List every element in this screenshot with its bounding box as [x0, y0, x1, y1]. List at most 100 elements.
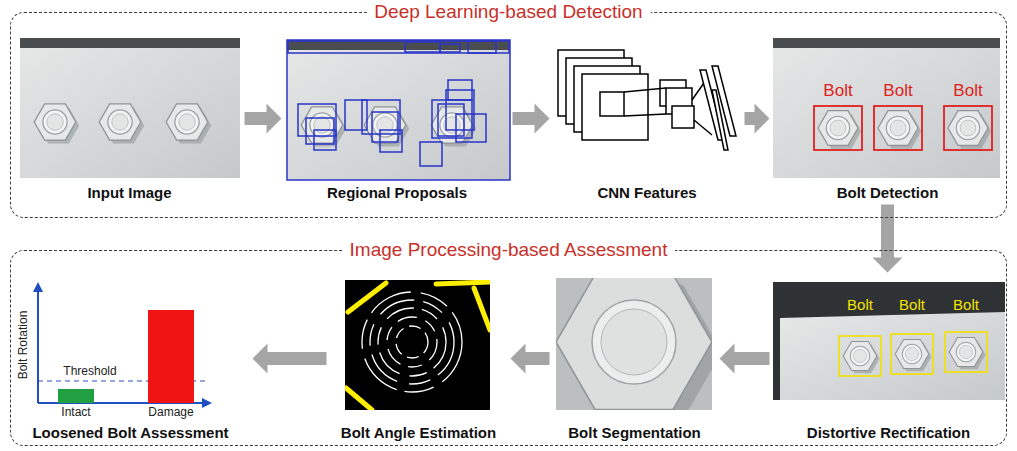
proposal-boxes [287, 40, 510, 180]
photo-background [345, 280, 490, 410]
edge-arc [378, 308, 446, 376]
proposal-box [306, 118, 334, 144]
proposal-box [287, 40, 510, 180]
process-step: Bolt Detection [773, 36, 1003, 202]
photo-background [773, 282, 1005, 400]
detection-boxes [839, 332, 987, 376]
projection-line [624, 88, 666, 92]
edge-arc [370, 300, 454, 384]
step-caption: Bolt Detection [837, 184, 939, 202]
detection-box [945, 332, 987, 372]
bolt-icon [34, 104, 79, 144]
process-step: CNN Features [553, 36, 742, 202]
flow-arrow [873, 205, 903, 273]
flow-arrow [253, 344, 327, 374]
dense-layer [712, 90, 728, 150]
axis-arrowhead [33, 282, 43, 292]
hex-edge-line [474, 288, 490, 330]
proposal-photo [287, 40, 510, 180]
step-caption: CNN Features [597, 184, 696, 202]
detection-box [839, 336, 881, 376]
feature-map [582, 74, 648, 140]
detection-boxes [814, 106, 992, 150]
edge-arcs [362, 292, 462, 392]
step-caption: Input Image [87, 184, 171, 202]
proposal-box [456, 114, 486, 142]
input-photo [20, 38, 240, 178]
kernel-window [600, 92, 624, 116]
process-step: Regional Proposals [285, 36, 510, 202]
steel-plate [780, 312, 1005, 400]
bolt-icon [166, 104, 211, 144]
bolt-head [556, 278, 712, 410]
process-step: Input Image [18, 36, 242, 202]
chart-label: Intact [61, 406, 90, 419]
bolt-washer [592, 300, 676, 384]
chart-axis [37, 290, 39, 403]
step-caption: Loosened Bolt Assessment [32, 424, 228, 442]
panel-title: Image Processing-based Assessment [342, 239, 676, 261]
proposal-box [438, 104, 464, 136]
cnn-sketch [558, 50, 736, 150]
proposal-box [432, 100, 472, 138]
flow-arrow [720, 344, 770, 374]
bolt-tag: Bolt [847, 297, 873, 314]
edge-map [345, 280, 490, 410]
proposal-box [440, 44, 460, 52]
step-caption: Regional Proposals [327, 184, 467, 202]
panel-title: Deep Learning-based Detection [366, 1, 650, 23]
segmented-bolt [556, 278, 712, 410]
chart-label: Threshold [63, 365, 116, 378]
process-step: Bolt Segmentation [553, 276, 717, 442]
proposal-box [420, 142, 442, 166]
steel-plate [287, 40, 510, 180]
plate-edge [773, 38, 1000, 48]
edge-arc [396, 326, 428, 358]
bolt-tag: Bolt [953, 82, 982, 101]
proposal-box [372, 112, 398, 142]
step-caption: Bolt Segmentation [568, 424, 701, 442]
steel-plate [773, 38, 1000, 178]
detection-photo [773, 38, 1000, 178]
bolt-icon [878, 111, 921, 149]
feature-map [672, 106, 694, 128]
hex-edge-line [348, 283, 386, 312]
proposal-box [288, 41, 509, 53]
detection-box [891, 334, 933, 374]
axis-arrowhead [202, 398, 212, 408]
steel-plate [20, 38, 240, 178]
bolt-tag: Bolt [823, 82, 852, 101]
detection-box [944, 106, 992, 150]
proposal-box [298, 104, 336, 136]
proposal-box [405, 42, 440, 52]
process-step: Loosened Bolt Assessment [12, 276, 250, 442]
bolt-icon [99, 104, 144, 144]
bolt-icon [818, 111, 861, 149]
bolt-tag: Bolt [953, 297, 979, 314]
detection-box [814, 106, 862, 150]
step-caption: Bolt Angle Estimation [341, 424, 496, 442]
projection-line [624, 114, 666, 116]
proposal-box [468, 41, 496, 53]
projection-line [694, 120, 712, 135]
bolt-icon [895, 339, 931, 371]
proposal-box [345, 100, 367, 130]
proposal-box [362, 100, 400, 134]
bolt-tag: Bolt [883, 82, 912, 101]
hex-edge-line [346, 388, 372, 410]
edge-arc [362, 292, 462, 392]
damage-bar [148, 310, 194, 403]
flow-arrow [513, 104, 550, 134]
bolt-tag: Bolt [899, 297, 925, 314]
hex-edge-line [436, 282, 490, 284]
proposal-box [314, 130, 336, 150]
flow-arrow [511, 344, 550, 374]
stage-panel: Deep Learning-based DetectionInput Image… [10, 12, 1007, 218]
bolt-icon [843, 341, 879, 373]
proposal-box [380, 130, 402, 152]
rotation-chart [33, 282, 212, 408]
bolt-end [601, 309, 667, 375]
rectified-photo [773, 282, 1005, 400]
